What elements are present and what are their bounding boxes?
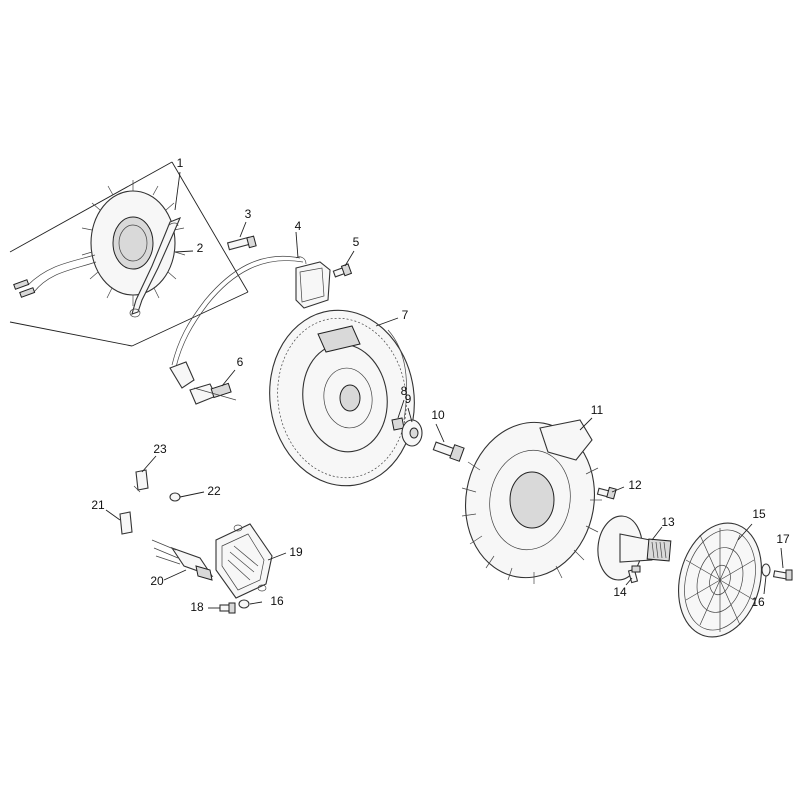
callout-11: 11 <box>591 403 604 417</box>
rectifier <box>215 523 273 599</box>
callout-6: 6 <box>237 355 244 369</box>
callout-23: 23 <box>153 442 167 456</box>
callout-8: 8 <box>401 384 408 398</box>
callout-19: 19 <box>289 545 303 559</box>
stator-kit-outline <box>9 161 249 347</box>
flywheel <box>269 309 415 487</box>
spark-plug <box>169 361 237 405</box>
callout-17: 17 <box>776 532 790 546</box>
callout-labels: 1 2 3 4 5 6 7 8 9 10 11 12 13 14 15 16 1… <box>91 156 790 614</box>
washer-16-right <box>761 563 771 577</box>
callout-3: 3 <box>245 207 252 221</box>
ignition-module <box>171 255 331 368</box>
wire-bracket <box>129 216 182 318</box>
callout-16-left: 16 <box>270 594 284 608</box>
fan <box>461 419 602 584</box>
callout-22: 22 <box>207 484 221 498</box>
screw-5 <box>332 263 353 278</box>
washer-9 <box>401 419 423 447</box>
callout-10: 10 <box>431 408 445 422</box>
callout-21: 21 <box>91 498 105 512</box>
callout-7: 7 <box>402 308 409 322</box>
screw-18 <box>219 602 236 614</box>
clip-21 <box>119 511 133 535</box>
callout-14: 14 <box>613 585 627 599</box>
hub <box>597 515 672 581</box>
washer-16-left <box>238 599 250 609</box>
callout-18: 18 <box>190 600 204 614</box>
callout-15: 15 <box>752 507 766 521</box>
callout-13: 13 <box>661 515 675 529</box>
grass-screen <box>677 522 763 638</box>
bolt-10 <box>432 441 465 462</box>
callout-12: 12 <box>628 478 642 492</box>
callout-4: 4 <box>295 219 302 233</box>
bolt-3 <box>226 235 257 251</box>
callout-2: 2 <box>197 241 204 255</box>
connector-20 <box>151 539 214 581</box>
callout-5: 5 <box>353 235 360 249</box>
callout-16-right: 16 <box>751 595 765 609</box>
screw-12 <box>596 486 617 500</box>
clip-23 <box>133 469 149 493</box>
callout-1: 1 <box>177 156 184 170</box>
nut-22 <box>169 492 181 502</box>
stator <box>13 180 186 306</box>
callout-9: 9 <box>405 392 412 406</box>
screw-17 <box>772 569 793 581</box>
callout-20: 20 <box>150 574 164 588</box>
leader-lines <box>105 171 784 609</box>
